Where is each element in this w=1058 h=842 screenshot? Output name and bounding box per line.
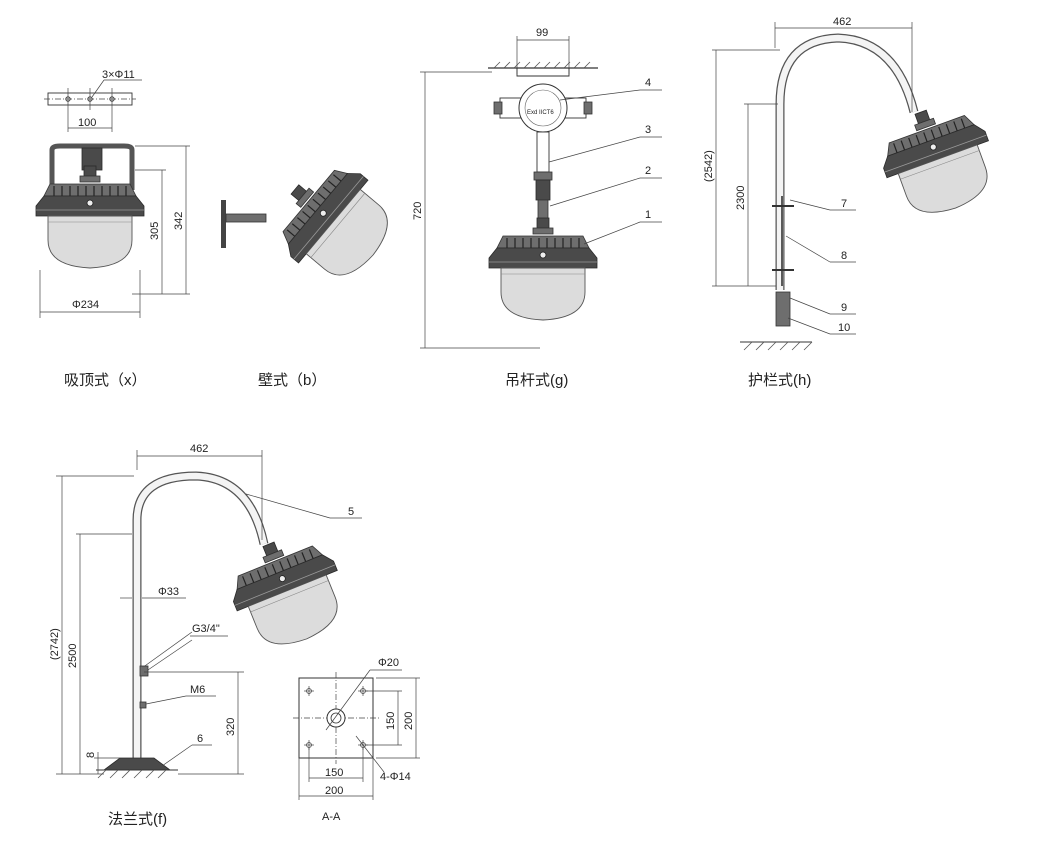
base-plate-label: 8 (85, 752, 97, 758)
callout-10: 10 (838, 322, 850, 334)
width-top-label: 99 (536, 27, 548, 39)
caption-flange: 法兰式(f) (108, 811, 167, 828)
callout-4: 4 (645, 77, 651, 89)
mount-height-label: 320 (225, 718, 237, 736)
height-720-label: 720 (412, 202, 424, 220)
pipe-diameter-label: Φ33 (158, 586, 179, 598)
thread-label: G3/4" (192, 623, 220, 635)
plate-h-label: 200 (325, 785, 343, 797)
holes-label: 3×Φ11 (102, 69, 135, 81)
callout-8: 8 (841, 250, 847, 262)
hole-dia-label: Φ20 (378, 657, 399, 669)
view-flange: 462 (2742) 2500 8 Φ33 G3/4" M6 320 6 5 法… (49, 443, 362, 828)
callout-2: 2 (645, 165, 651, 177)
pole-height-label-f: 2500 (67, 644, 79, 668)
height-inner-label: 305 (149, 222, 161, 240)
plate-v-label: 200 (403, 712, 415, 730)
bolt-holes-label: 4-Φ14 (380, 771, 411, 783)
callout-1: 1 (645, 209, 651, 221)
callout-5: 5 (348, 506, 354, 518)
bolt-span-label: 100 (78, 117, 96, 129)
callout-7: 7 (841, 198, 847, 210)
screw-label: M6 (190, 684, 205, 696)
caption-section: A-A (322, 811, 341, 823)
view-pendant: 99 Exd IICT6 720 4 3 2 1 吊杆式(g) (412, 27, 662, 389)
callout-3: 3 (645, 124, 651, 136)
caption-pendant: 吊杆式(g) (505, 372, 568, 389)
marking-label: Exd IICT6 (527, 110, 554, 116)
hole-pitch-h-label: 150 (325, 767, 343, 779)
diameter-label: Φ234 (72, 299, 99, 311)
reach-label-h: 462 (833, 16, 851, 28)
caption-ceiling: 吸顶式（x） (64, 372, 147, 389)
hole-pitch-v-label: 150 (385, 712, 397, 730)
total-height-label-h: (2542) (703, 150, 715, 182)
caption-guardrail: 护栏式(h) (748, 372, 811, 389)
callout-9: 9 (841, 302, 847, 314)
view-guardrail: 462 (2542) 2300 7 8 9 10 护栏式(h) (703, 16, 1007, 389)
reach-label-f: 462 (190, 443, 208, 455)
total-height-label-f: (2742) (49, 628, 61, 660)
pole-height-label-h: 2300 (735, 186, 747, 210)
view-ceiling: 3×Φ11 100 Φ234 305 342 吸顶式（x） (35, 69, 190, 389)
view-wall: 壁式（b） (221, 147, 409, 389)
height-outer-label: 342 (173, 212, 185, 230)
callout-6: 6 (197, 733, 203, 745)
view-section-aa: Φ20 150 200 150 200 4-Φ14 A-A (293, 657, 420, 823)
caption-wall: 壁式（b） (258, 372, 326, 389)
